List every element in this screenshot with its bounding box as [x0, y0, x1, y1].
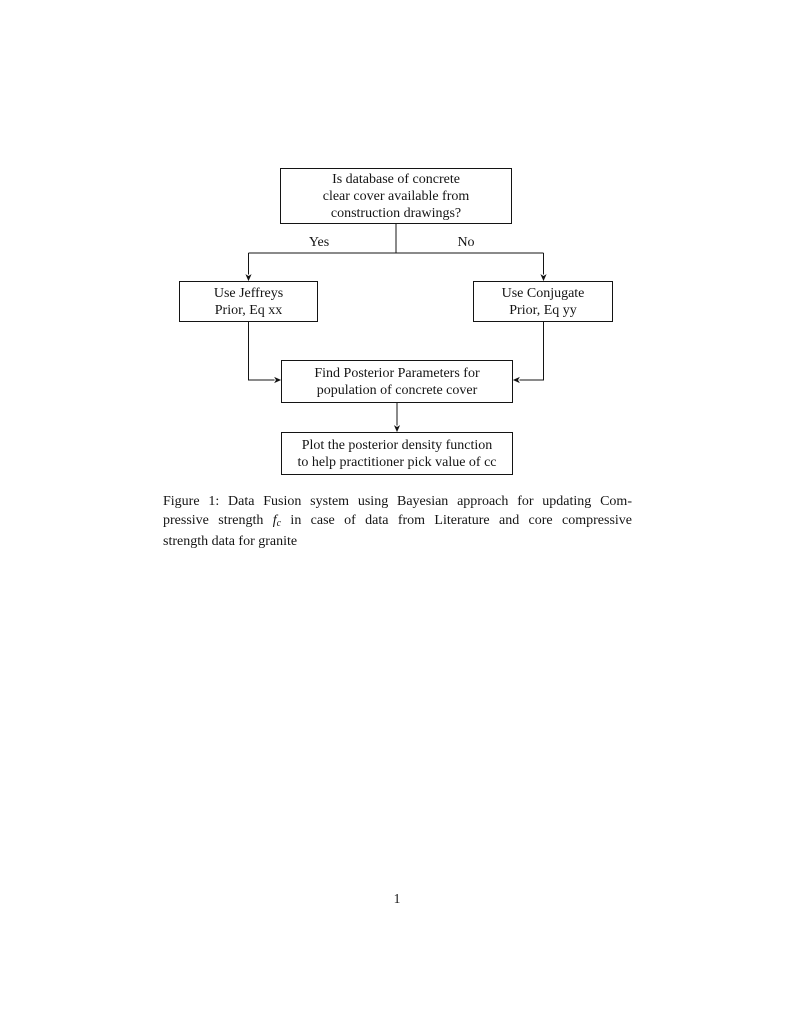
flowchart-node-decision: Is database of concrete clear cover avai…	[280, 168, 512, 224]
decision-line-1: Is database of concrete	[332, 171, 460, 187]
flowchart-node-jeffreys-prior: Use Jeffreys Prior, Eq xx	[179, 281, 318, 322]
caption-line-2-pre: pressive strength	[163, 512, 273, 528]
decision-line-3: construction drawings?	[330, 205, 462, 221]
jeffreys-line-1: Use Jeffreys	[213, 285, 284, 301]
conjugate-line-2: Prior, Eq yy	[509, 302, 577, 318]
decision-line-2: clear cover available from	[322, 188, 470, 204]
connector-decision-split	[248, 224, 544, 254]
math-subscript-c: c	[276, 517, 282, 529]
branch-label-yes: Yes	[308, 235, 330, 250]
plot-line-2: to help practitioner pick value of cc	[297, 454, 497, 470]
arrow-jeffreys-to-posterior	[248, 322, 282, 384]
posterior-line-1: Find Posterior Parameters for	[314, 365, 480, 381]
page-number: 1	[393, 891, 401, 906]
conjugate-line-1: Use Conjugate	[501, 285, 585, 301]
plot-line-1: Plot the posterior density function	[301, 437, 493, 453]
jeffreys-line-2: Prior, Eq xx	[214, 302, 283, 318]
arrow-conjugate-to-posterior	[512, 322, 544, 384]
branch-label-no: No	[457, 235, 475, 250]
flowchart-node-posterior-parameters: Find Posterior Parameters for population…	[281, 360, 513, 403]
flowchart-node-conjugate-prior: Use Conjugate Prior, Eq yy	[473, 281, 613, 322]
math-symbol-fc: f	[272, 512, 277, 528]
caption-line-2: pressive strength fc in case of data fro…	[163, 512, 632, 534]
caption-line-2-post: in case of data from Literature and core…	[281, 512, 632, 528]
figure-caption: Figure 1: Data Fusion system using Bayes…	[163, 493, 632, 552]
posterior-line-2: population of concrete cover	[316, 382, 478, 398]
caption-line-3: strength data for granite	[163, 534, 298, 549]
caption-line-1: Figure 1: Data Fusion system using Bayes…	[163, 494, 632, 509]
flowchart-node-plot-density: Plot the posterior density function to h…	[281, 432, 513, 475]
